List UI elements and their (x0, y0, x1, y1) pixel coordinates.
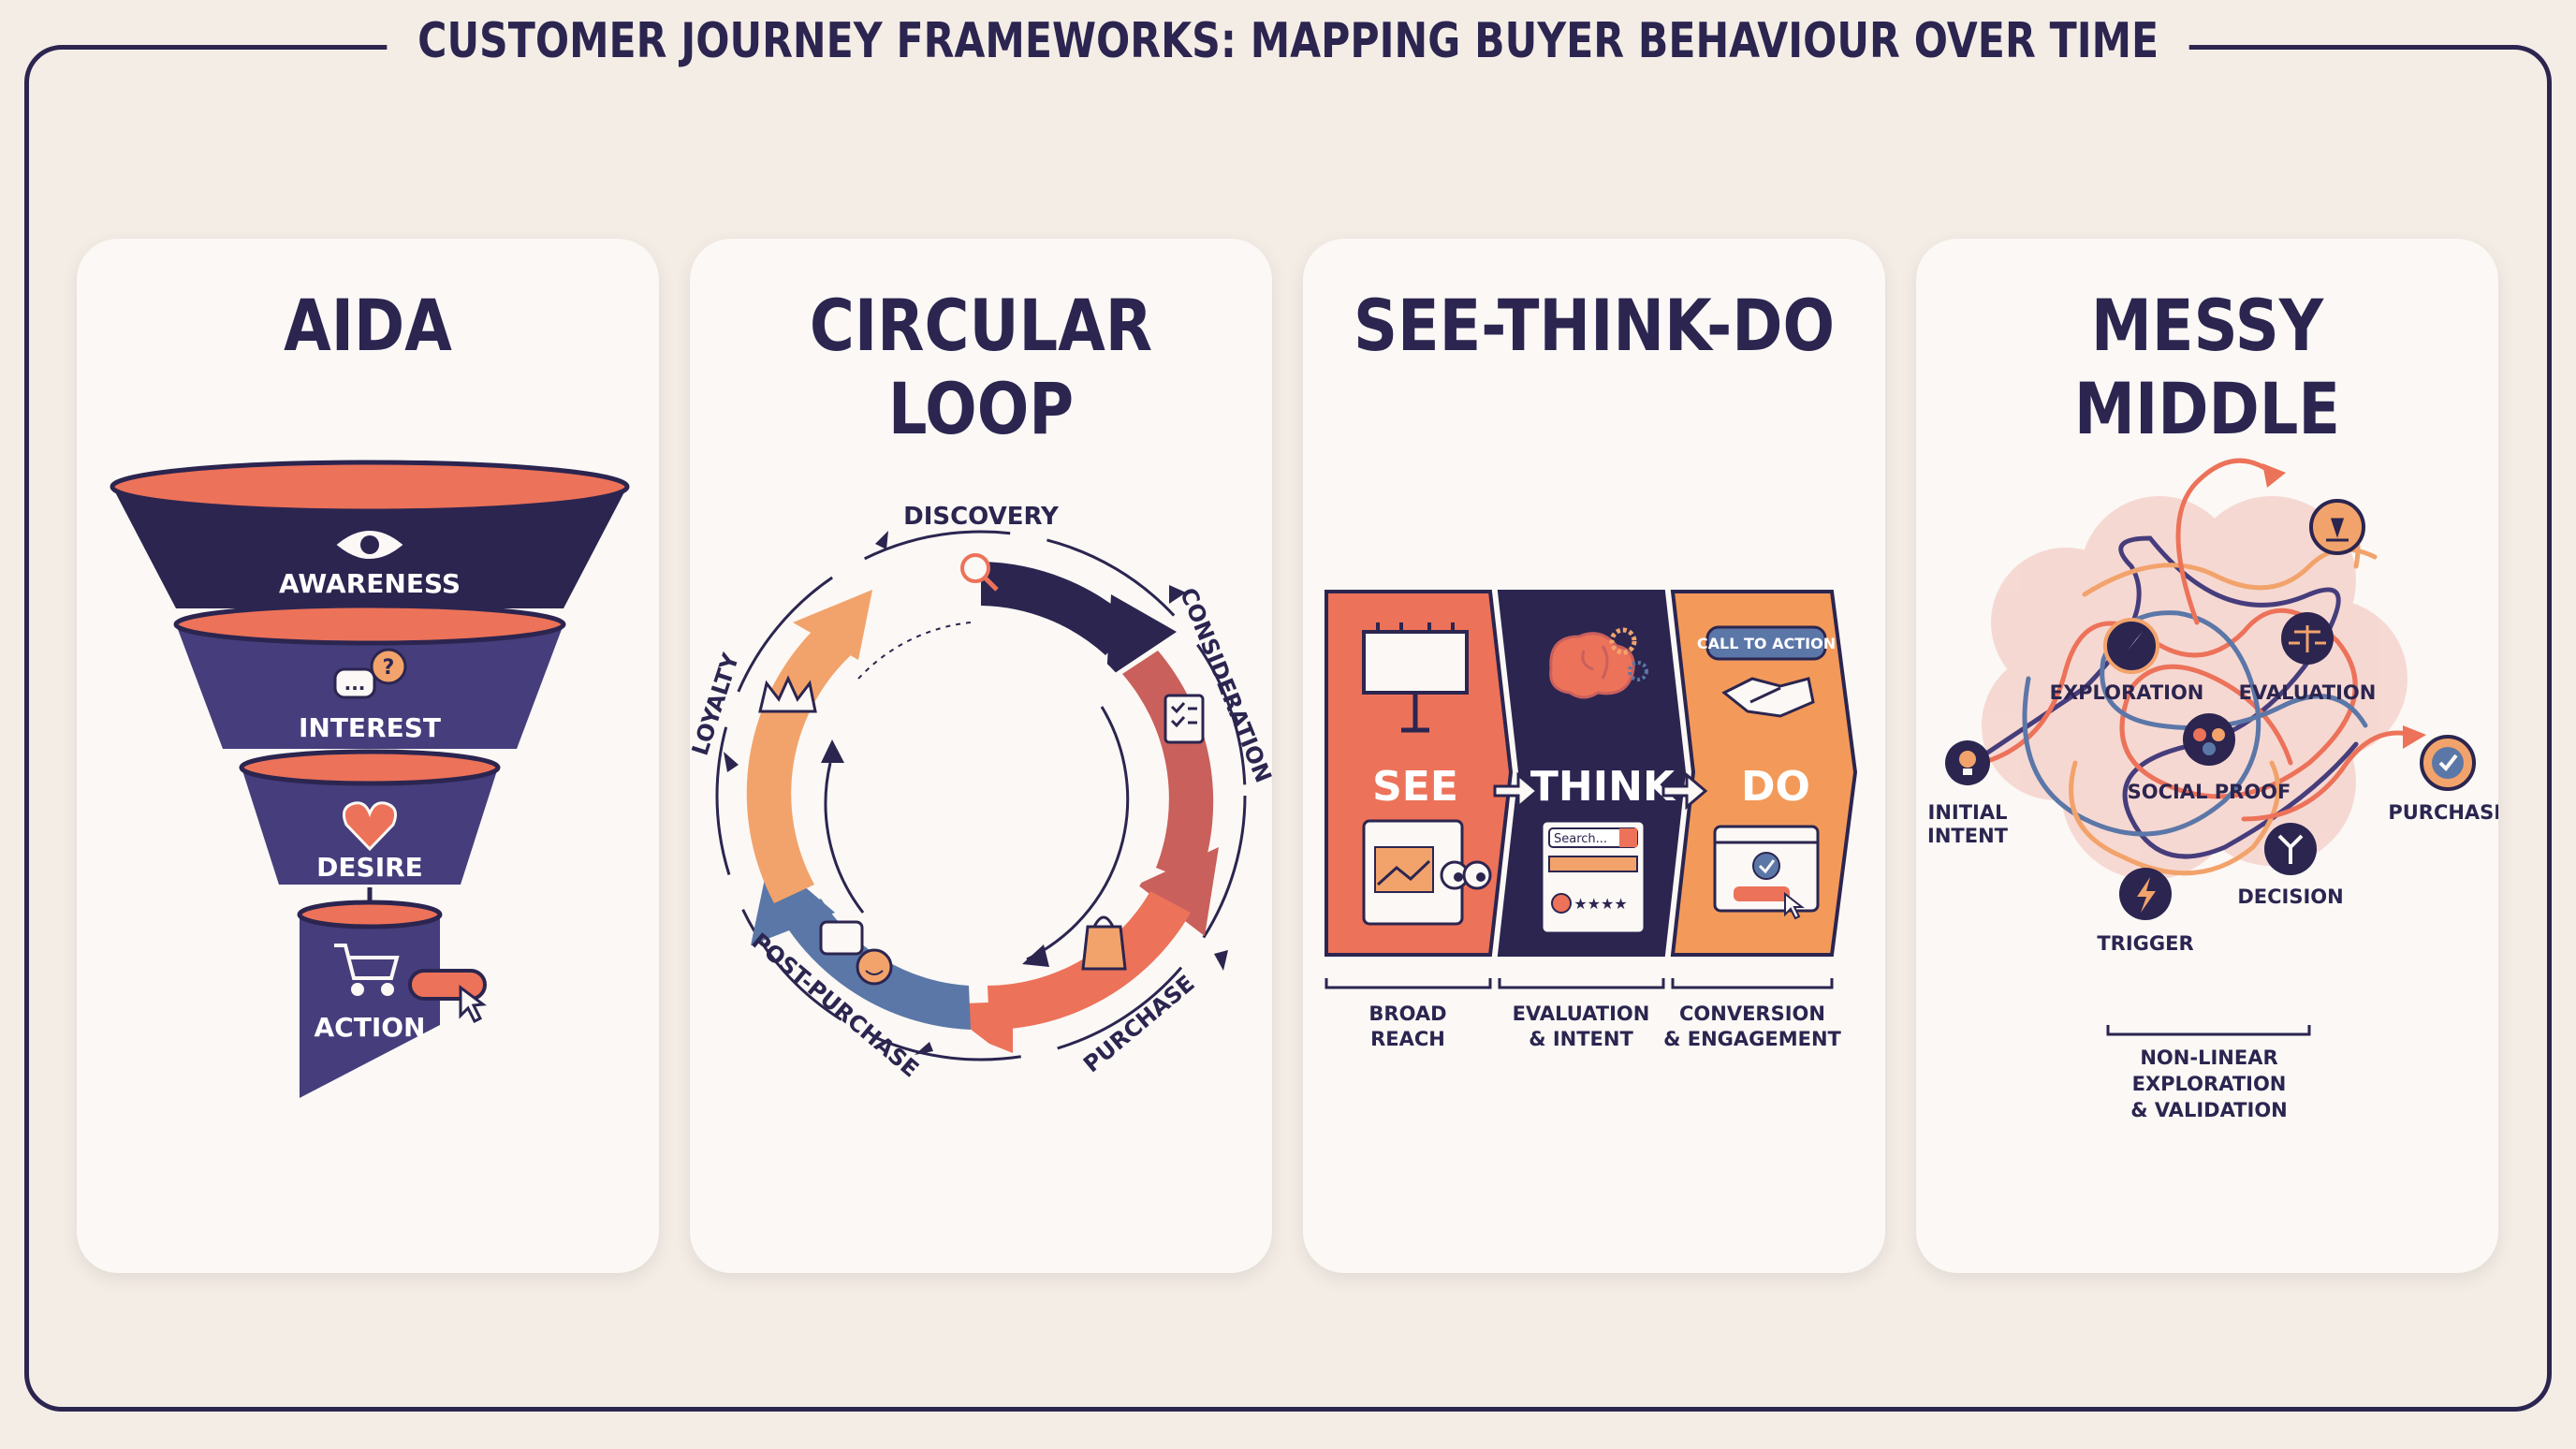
page-title-text: CUSTOMER JOURNEY FRAMEWORKS: MAPPING BUY… (387, 13, 2189, 69)
messy-caption-1: NON-LINEAR (2140, 1046, 2277, 1069)
shopping-cart-icon (334, 944, 400, 996)
messy-card: MESSY MIDDLE INITIAL INTENT (1916, 239, 2498, 1273)
std-caption-see-2: REACH (1370, 1028, 1445, 1050)
compass-icon (2103, 618, 2159, 674)
messy-title: MESSY MIDDLE (2073, 284, 2341, 450)
magnifier-icon (960, 553, 999, 592)
std-label-think: THINK (1530, 763, 1676, 811)
click-button-icon (408, 969, 487, 1024)
aida-title: AIDA (284, 284, 452, 367)
messy-caption-3: & VALIDATION (2130, 1099, 2288, 1121)
stage-label-interest: INTEREST (299, 712, 441, 743)
std-diagram: CALL TO ACTION SEE THINK DO Search... (1325, 590, 1858, 1050)
brain-gears-icon (1549, 627, 1648, 699)
scales-icon (2281, 612, 2334, 665)
aida-card: AIDA AWARENESS ... ? INTEREST DESIRE (77, 239, 659, 1273)
call-to-action-badge: CALL TO ACTION (1697, 625, 1836, 661)
lightbulb-icon (1945, 740, 1990, 785)
stage-label-desire: DESIRE (316, 852, 423, 883)
node-label-social-proof: SOCIAL PROOF (2128, 781, 2291, 803)
node-label-initial-2: INTENT (1927, 825, 2009, 847)
handshake-icon (1721, 677, 1815, 718)
smiley-chat-icon (819, 920, 893, 986)
node-label-evaluation: EVALUATION (2239, 681, 2377, 704)
loop-inner (798, 613, 1164, 978)
funnel-rim-interest (173, 603, 566, 646)
funnel-rim-action (297, 900, 443, 929)
loop-outer-ring (715, 530, 1247, 1061)
stage-label-awareness: AWARENESS (279, 568, 461, 599)
node-label-initial-1: INITIAL (1928, 801, 2008, 824)
stage-label-action: ACTION (315, 1012, 426, 1043)
loop-diagram: DISCOVERY CONSIDERATION PURCHASE POST-PU… (690, 503, 1272, 1082)
node-label-exploration: EXPLORATION (2050, 681, 2204, 704)
loop-label-discovery: DISCOVERY (903, 503, 1060, 531)
billboard-icon (1362, 622, 1469, 733)
checkmark-icon (2420, 735, 2476, 791)
node-label-purchase: PURCHASE (2388, 801, 2498, 824)
search-placeholder: Search... (1554, 832, 1607, 846)
checkout-window-icon (1713, 825, 1820, 920)
std-caption-think-1: EVALUATION (1513, 1003, 1650, 1025)
loop-segment-discovery (981, 562, 1135, 655)
loop-card: CIRCULAR LOOP (690, 239, 1272, 1273)
heart-icon (343, 801, 397, 852)
svg-text:?: ? (383, 656, 395, 680)
aida-funnel: AWARENESS ... ? INTEREST DESIRE (110, 460, 630, 1098)
eye-icon (336, 531, 403, 559)
people-icon (2183, 713, 2235, 766)
std-title: SEE-THINK-DO (1353, 284, 1836, 367)
fork-icon (2264, 823, 2317, 875)
messy-diagram: INITIAL INTENT EXPLORATION EVALUATION SO… (1927, 458, 2498, 1121)
funnel-rim-awareness (110, 460, 630, 514)
svg-text:★★★★: ★★★★ (1573, 895, 1627, 913)
search-review-card: Search... ★★★★ (1540, 819, 1647, 935)
shopping-bag-icon (1081, 915, 1127, 971)
funnel-rim-desire (239, 749, 501, 786)
std-caption-do-1: CONVERSION (1679, 1003, 1825, 1025)
social-feed-icon (1362, 819, 1492, 926)
chat-bubbles-icon: ... ? (333, 648, 407, 699)
std-card: SEE-THINK-DO CALL TO ACTION (1303, 239, 1885, 1273)
achievement-icon (2309, 499, 2365, 555)
messy-caption-2: EXPLORATION (2132, 1073, 2287, 1095)
lightning-icon (2119, 868, 2172, 920)
node-label-trigger: TRIGGER (2097, 932, 2193, 955)
funnel-layer-action (300, 915, 440, 1098)
std-caption-do-2: & ENGAGEMENT (1663, 1028, 1841, 1050)
page-title: CUSTOMER JOURNEY FRAMEWORKS: MAPPING BUY… (0, 13, 2576, 69)
loop-label-loyalty: LOYALTY (690, 650, 744, 758)
crown-icon (758, 675, 817, 713)
checklist-icon (1164, 694, 1205, 744)
svg-text:...: ... (344, 672, 366, 695)
cta-label: CALL TO ACTION (1697, 635, 1836, 652)
std-caption-think-2: & INTENT (1529, 1028, 1633, 1050)
std-caption-see-1: BROAD (1368, 1003, 1446, 1025)
node-label-decision: DECISION (2237, 886, 2343, 908)
loop-title: CIRCULAR LOOP (809, 284, 1153, 450)
std-label-see: SEE (1372, 763, 1458, 811)
std-label-do: DO (1741, 763, 1810, 811)
